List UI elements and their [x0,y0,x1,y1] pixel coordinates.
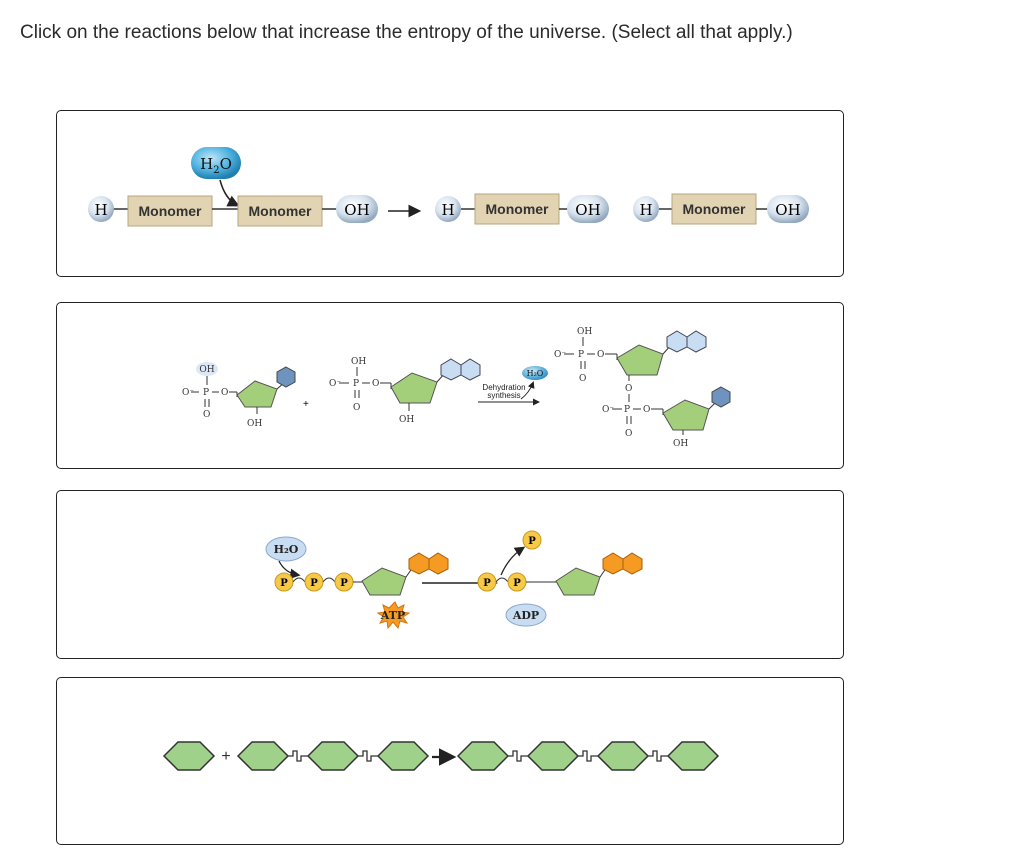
hexagon-monomer-icon [596,741,650,771]
nitrogen-base-icon [440,358,462,381]
svg-text:P: P [310,578,318,589]
sugar-ring-icon [390,372,438,404]
monomer-block [474,193,560,225]
hydroxyl-label: OH [344,201,369,219]
svg-text:O: O [221,388,228,398]
hexagon-monomer-icon [376,741,430,771]
hexagon-monomer-icon [162,741,216,771]
hydroxyl-sphere-icon [767,195,809,223]
ribose-icon [361,567,407,596]
svg-text:O⁻: O⁻ [182,388,194,398]
sugar-ring-icon [616,344,664,376]
hydroxyl-sphere-icon [336,195,378,223]
nitrogen-base-icon [276,366,296,388]
nitrogen-base-icon [666,330,688,353]
answer-option-hydrolysis[interactable]: H2O H Monomer Monomer OH H Monomer OH H [56,110,844,277]
svg-text:O⁻: O⁻ [329,379,341,389]
hexagon-monomer-icon [456,741,510,771]
svg-text:P: P [578,350,584,360]
sugar-ring-icon [236,380,278,408]
plus-sign: + [303,399,309,410]
svg-text:O: O [643,405,650,415]
nucleotide-1: OH O⁻ P O O OH [182,362,296,429]
hydrogen-sphere-icon [435,196,461,222]
svg-text:P: P [528,536,536,547]
plus-sign: + [221,748,230,765]
hydrogen-label: H [639,201,652,219]
svg-text:H₂O: H₂O [527,369,544,378]
svg-text:O: O [625,384,632,394]
monomer-label: Monomer [486,201,550,217]
svg-text:P: P [203,388,209,398]
atp-molecule: P P P ATP [274,552,449,630]
ribose-icon [555,567,601,596]
nucleotide-2: OH O⁻ P O O OH [329,357,481,425]
monomer-label: Monomer [249,203,313,219]
svg-text:OH: OH [351,357,366,367]
hexagon-monomer-icon [236,741,290,771]
monomer-label: Monomer [683,201,747,217]
hydrogen-sphere-icon [88,196,114,222]
answer-option-polymerization[interactable]: + [56,677,844,845]
hydrogen-label: H [441,201,454,219]
monomer-block [671,193,757,225]
water-molecule-icon: H₂O [265,536,307,562]
monomer-hexagons [162,741,720,771]
hydroxyl-label: OH [775,201,800,219]
answer-option-dehydration-synthesis[interactable]: OH O⁻ P O O OH + OH O⁻ P O [56,302,844,469]
svg-text:O: O [203,410,210,420]
svg-text:P: P [624,405,630,415]
hexagon-monomer-icon [306,741,360,771]
reaction-label-line2: synthesis [487,391,520,400]
hydrogen-sphere-icon [633,196,659,222]
reaction-label-line1: Dehydration [482,383,525,392]
svg-text:O: O [625,429,632,439]
svg-text:O: O [372,379,379,389]
dehydration-arrow: H₂O Dehydration synthesis [478,366,548,406]
svg-text:OH: OH [577,327,592,337]
dinucleotide-product: OH O⁻ P O O O O⁻ P O [554,327,731,449]
water-molecule-icon: H2O [191,147,241,179]
svg-text:O⁻: O⁻ [554,350,566,360]
adenine-icon [408,552,430,575]
question-prompt: Click on the reactions below that increa… [20,22,793,43]
svg-text:OH: OH [199,365,214,375]
atp-burst-icon [376,601,411,630]
svg-text:OH: OH [247,419,262,429]
nitrogen-base-icon [711,386,731,408]
hydroxyl-sphere-icon [567,195,609,223]
svg-text:P: P [513,578,521,589]
water-attack-arrow-icon [219,179,240,207]
hydroxyl-label: OH [575,201,600,219]
svg-text:H₂O: H₂O [274,543,299,556]
svg-text:P: P [483,578,491,589]
hexagon-monomer-icon [666,741,720,771]
monomer-label: Monomer [139,203,203,219]
answer-option-atp-hydrolysis[interactable]: H₂O P P P ATP P P [56,490,844,659]
water-label: H [200,155,213,173]
adp-plus-phosphate: P P P ADP [477,530,643,627]
svg-text:O⁻: O⁻ [602,405,614,415]
adenine-icon [602,552,624,575]
hydrogen-label: H [94,201,107,219]
monomer-block [127,195,213,227]
svg-text:O: O [597,350,604,360]
monomer-block [237,195,323,227]
svg-text:OH: OH [399,415,414,425]
svg-text:O: O [579,374,586,384]
svg-text:OH: OH [673,439,688,449]
svg-text:ADP: ADP [512,609,539,622]
svg-text:ATP: ATP [380,609,405,622]
svg-text:O: O [353,403,360,413]
hexagon-monomer-icon [526,741,580,771]
svg-text:H2O: H2O [200,155,232,176]
svg-text:P: P [280,578,288,589]
svg-text:P: P [353,379,359,389]
sugar-ring-icon [662,399,710,431]
svg-text:P: P [340,578,348,589]
